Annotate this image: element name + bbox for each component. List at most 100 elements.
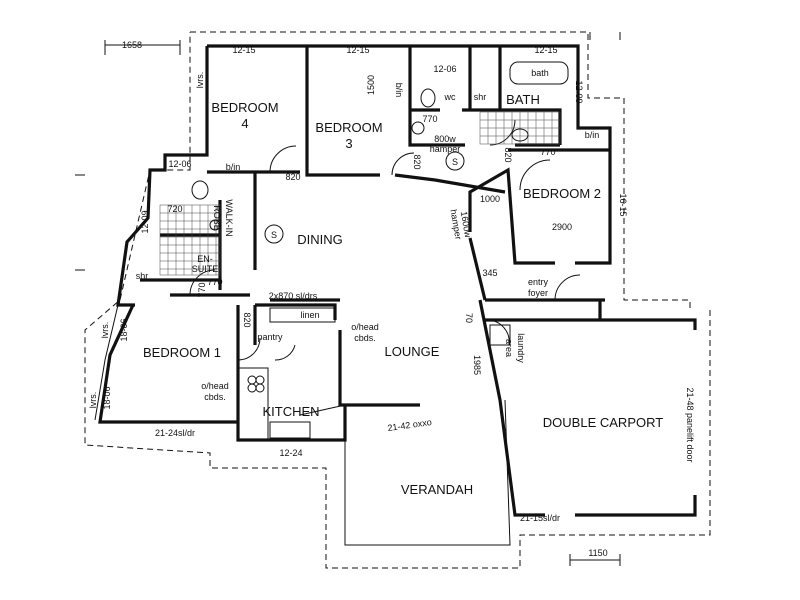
room-label-lounge: LOUNGE <box>385 344 440 359</box>
dim-lounge-door: 21-42 oxxo <box>387 417 432 433</box>
dim-1985: 1985 <box>472 355 482 375</box>
overhead-cupboards-label-b: o/head <box>201 381 229 391</box>
smoke-detector-icon <box>445 151 465 171</box>
smoke-detector-icon <box>264 224 284 244</box>
dim-bed3-window: 12-15 <box>346 45 369 55</box>
dim-820-d: 820 <box>242 312 252 327</box>
room-label-ensuite-2: SUITE <box>192 264 219 274</box>
door-swing-bed2 <box>519 159 551 191</box>
smoke-detector-label: S <box>452 157 458 167</box>
wall-carport <box>485 298 697 330</box>
overhead-cupboards-label-a-2: cbds. <box>354 333 376 343</box>
room-label-laundry: laundry <box>516 333 526 363</box>
room-label-kitchen: KITCHEN <box>262 404 319 419</box>
door-swing-bed1 <box>237 337 261 361</box>
dim-1500: 1500 <box>366 75 376 95</box>
linen-cupboard <box>269 307 336 323</box>
louvres-label-b: lvrs. <box>100 322 110 339</box>
room-label-robe: ROBE <box>212 205 222 231</box>
dimension-lines <box>75 32 621 566</box>
builtin-label-bed4: b/in <box>226 162 241 172</box>
room-label-bedroom-4: BEDROOM <box>211 100 278 115</box>
room-label-bedroom-3: BEDROOM <box>315 120 382 135</box>
dim-bed1-side-a: 18-06 <box>119 318 129 341</box>
door-swing-bed3 <box>391 152 415 176</box>
dim-ensuite-side: 12-09 <box>140 210 150 233</box>
dim-bed1-side-b: 18-06 <box>102 386 112 409</box>
door-swing-entry <box>554 274 581 301</box>
bath-tiles <box>479 111 561 145</box>
dim-bed4-window: 12-15 <box>232 45 255 55</box>
room-label-entry: entry <box>528 277 549 287</box>
stair-bay-bed1 <box>94 304 119 421</box>
dim-2900: 2900 <box>552 222 572 232</box>
dim-top-left: 1658 <box>122 40 142 50</box>
dim-carport-panelift: 21-48 panelift door <box>685 387 695 462</box>
dim-dining-doors: 2x870 sl/drs <box>269 291 318 301</box>
room-label-verandah: VERANDAH <box>401 482 473 497</box>
room-label-ensuite: EN- <box>197 254 213 264</box>
overhead-cupboards-label-a: o/head <box>351 322 379 332</box>
hamper-label-a-2: hamper <box>430 144 461 154</box>
hamper-label-a: 800w <box>434 134 456 144</box>
dim-770-c: 770 <box>207 277 222 287</box>
dim-820-a: 820 <box>285 172 300 182</box>
room-label-bedroom-2: BEDROOM 2 <box>523 186 601 201</box>
wc-label: wc <box>444 92 456 102</box>
room-label-bath: BATH <box>506 92 540 107</box>
hotplate-3-icon <box>247 383 257 393</box>
hotplate-4-icon <box>255 383 265 393</box>
dim-70: 70 <box>464 313 474 323</box>
ensuite-tiles <box>159 204 221 276</box>
door-swing-ensuite <box>189 269 216 296</box>
overhead-cupboards-label-b-2: cbds. <box>204 392 226 402</box>
hamper-label-b: 1600w <box>459 211 474 239</box>
bath-tub-icon <box>509 61 569 85</box>
sink-icon <box>269 421 311 439</box>
room-label-foyer: foyer <box>528 288 548 298</box>
shower-label-ensuite: shr <box>136 271 149 281</box>
wall-verandah <box>299 399 511 546</box>
wall-bedroom1 <box>98 304 347 442</box>
toilet-icon <box>420 88 436 108</box>
dim-1000: 1000 <box>480 194 500 204</box>
roof-outline <box>84 31 711 569</box>
dim-kitchen-window: 12-24 <box>279 448 302 458</box>
room-label-dining: DINING <box>297 232 343 247</box>
room-label-laundry-area: area <box>504 339 514 357</box>
basin-wc-icon <box>411 121 425 135</box>
bath-tub-label: bath <box>531 68 549 78</box>
dim-770-b: 770 <box>540 147 555 157</box>
toilet-ensuite-icon <box>191 180 209 200</box>
room-label-linen: linen <box>300 310 319 320</box>
wall-lounge <box>468 237 697 517</box>
dim-770-d: 770 <box>197 282 207 297</box>
room-label-double-carport: DOUBLE CARPORT <box>543 415 663 430</box>
hotplate-2-icon <box>255 375 265 385</box>
dim-720: 720 <box>167 204 182 214</box>
laundry-tub-icon <box>489 324 511 346</box>
door-swing-bath <box>489 119 516 146</box>
dim-bath-window: 12-15 <box>534 45 557 55</box>
dim-bottom-right: 1150 <box>588 548 607 558</box>
dim-bed1-door: 21-24sl/dr <box>155 428 195 438</box>
dim-820-c: 820 <box>503 147 513 162</box>
door-swing-bed4 <box>269 145 297 173</box>
dim-ensuite-window: 12-06 <box>168 159 191 169</box>
outer-walls <box>207 44 612 265</box>
builtin-label-bed2: b/in <box>585 130 600 140</box>
dim-wc-window: 12-06 <box>433 64 456 74</box>
room-label-bedroom-1: BEDROOM 1 <box>143 345 221 360</box>
smoke-detector-label: S <box>271 230 277 240</box>
basin-ensuite-icon <box>209 219 221 231</box>
dim-820-b: 820 <box>412 154 422 169</box>
dim-345: 345 <box>482 268 497 278</box>
dim-bed2-side: 16-15 <box>618 193 628 216</box>
wall-dining-south <box>170 293 340 302</box>
room-label-pantry: pantry <box>257 332 283 342</box>
builtin-label-bed3: b/in <box>394 83 404 98</box>
door-swing-pantry <box>274 344 296 361</box>
shower-label-main: shr <box>474 92 487 102</box>
basin-bath-icon <box>511 128 529 142</box>
